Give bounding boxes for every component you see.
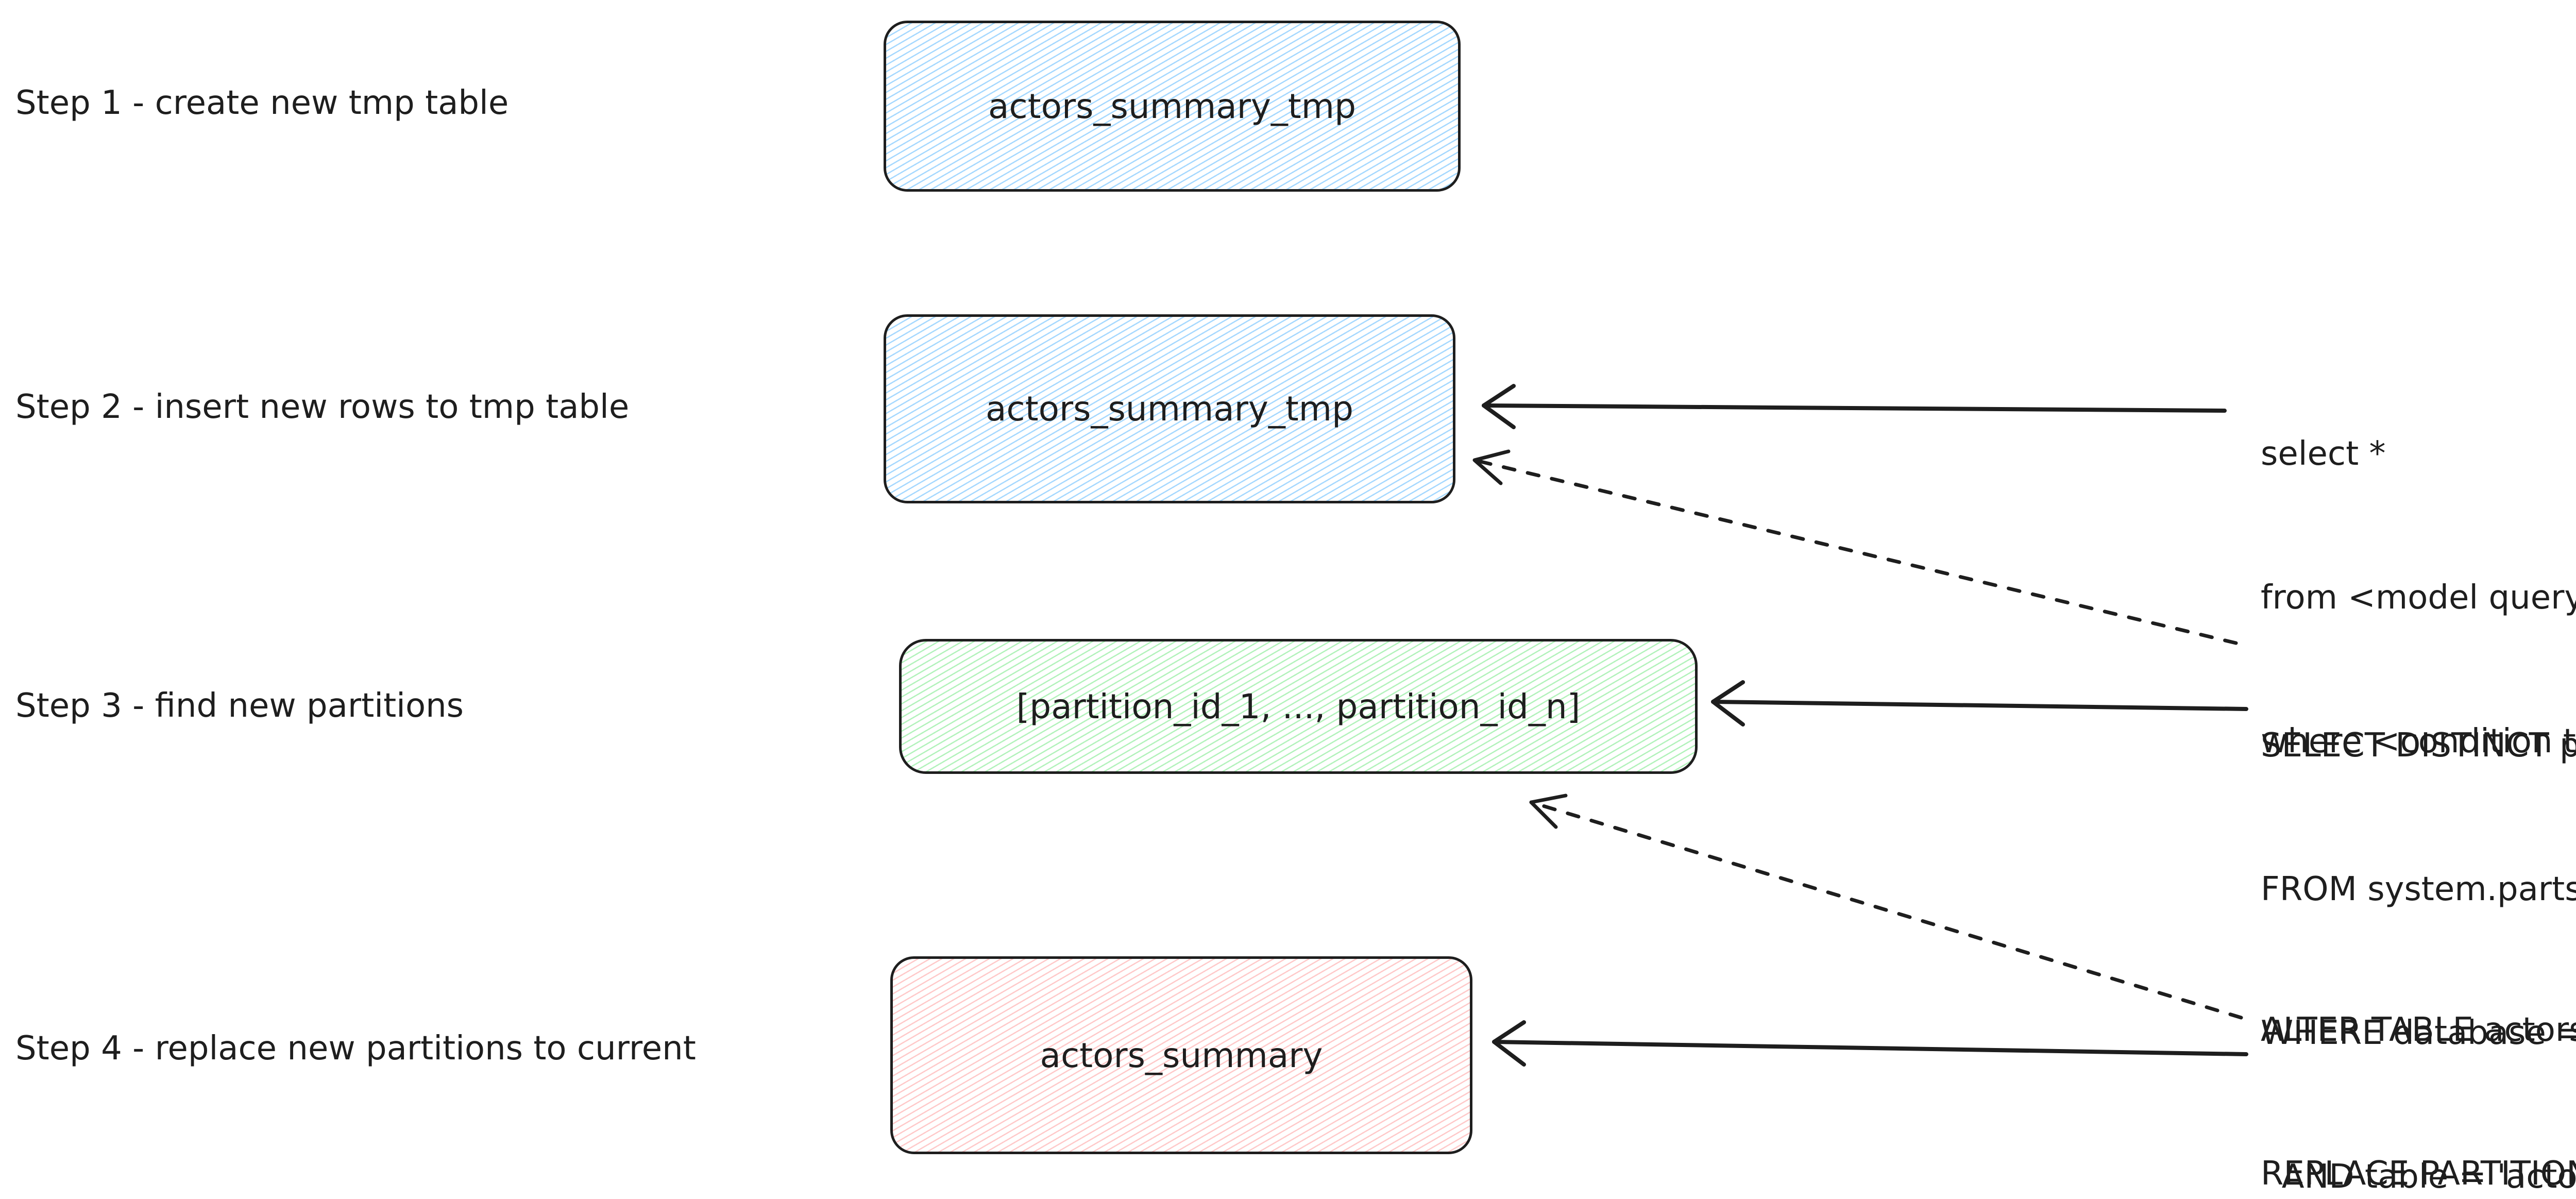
code-line: SELECT DISTINCT partition_id xyxy=(2261,727,2576,765)
dashed-arrow-replace-to-partition-list xyxy=(1529,793,2243,1020)
step2-label: Step 2 - insert new rows to tmp table xyxy=(15,388,630,426)
step4-label: Step 4 - replace new partitions to curre… xyxy=(15,1029,696,1068)
code-line: ALTER TABLE actors_summary xyxy=(2261,1011,2576,1049)
step1-label: Step 1 - create new tmp table xyxy=(15,84,509,122)
dashed-arrow-distinct-to-tmp-table xyxy=(1472,449,2238,645)
code-line: AND table = 'actors_summary_tmp' xyxy=(2281,1158,2576,1196)
code-block-insert-select: select * from <model query> where <condi… xyxy=(2261,334,2576,862)
code-line: where <condition to identify new> xyxy=(2261,722,2576,761)
code-line: from <model query> xyxy=(2261,579,2576,617)
node-label: [partition_id_1, ..., partition_id_n] xyxy=(1016,686,1581,727)
code-line: FROM system.parts xyxy=(2261,870,2576,908)
code-line: select * xyxy=(2261,435,2386,473)
code-block-select-distinct: SELECT DISTINCT partition_id FROM system… xyxy=(2261,626,2576,1199)
node-partition-id-list: [partition_id_1, ..., partition_id_n] xyxy=(899,639,1698,774)
node-label: actors_summary xyxy=(1040,1035,1323,1075)
node-label: actors_summary_tmp xyxy=(988,86,1356,126)
node-actors-summary-tmp-step1: actors_summary_tmp xyxy=(884,21,1461,192)
node-actors-summary-tmp-step2: actors_summary_tmp xyxy=(884,314,1455,503)
code-line: REPLACE PARTITION partition_id_1 xyxy=(2261,1155,2576,1193)
code-block-replace-partition: ALTER TABLE actors_summary REPLACE PARTI… xyxy=(2261,910,2576,1199)
node-label: actors_summary_tmp xyxy=(985,389,1353,429)
arrow-distinct-to-partition-list xyxy=(1711,680,2248,727)
arrow-select-to-tmp-table xyxy=(1482,384,2227,429)
arrow-alter-to-actors-summary xyxy=(1492,1020,2248,1067)
node-actors-summary: actors_summary xyxy=(890,956,1472,1154)
step3-label: Step 3 - find new partitions xyxy=(15,687,464,725)
code-line: WHERE database = <database> xyxy=(2261,1014,2576,1052)
